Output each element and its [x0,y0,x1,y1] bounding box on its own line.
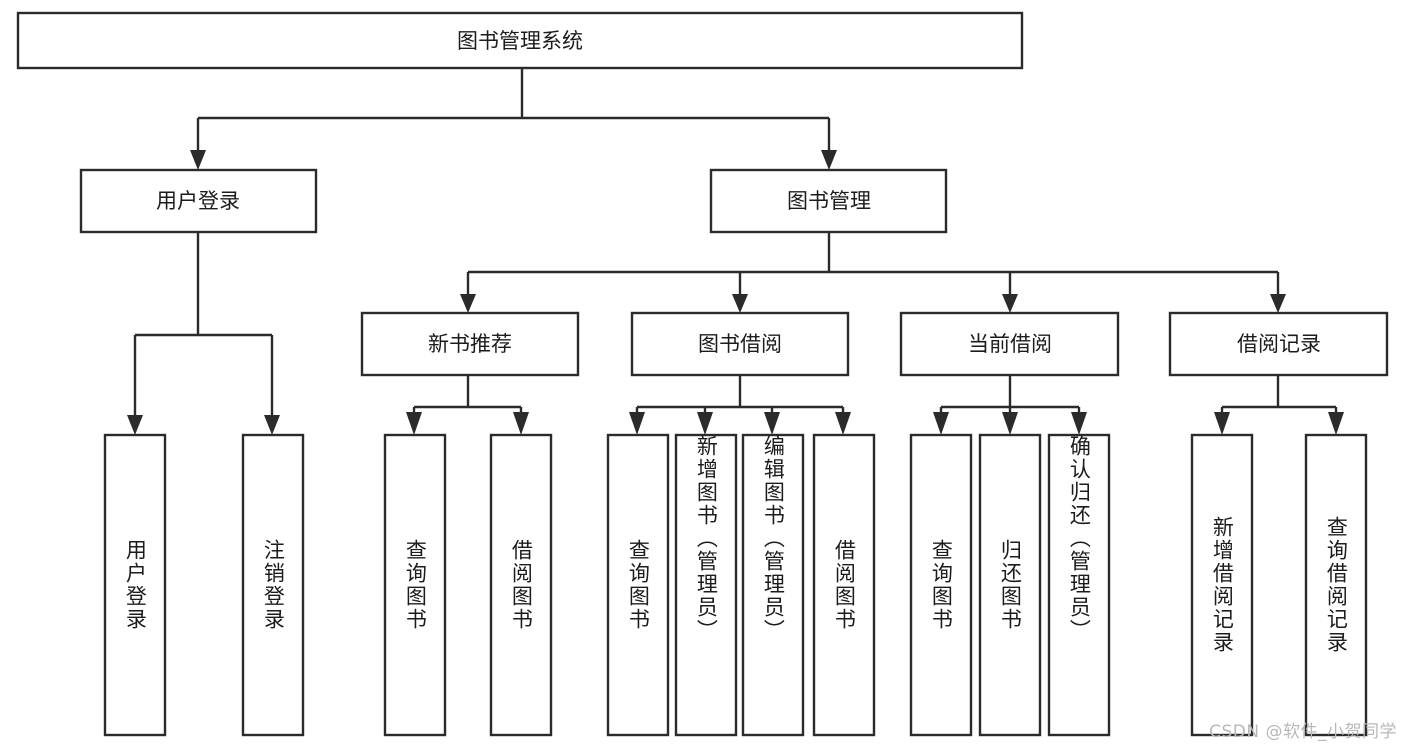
node-borrow-record[interactable]: 借阅记录 [1168,311,1389,377]
arrow-head-leaf-add-book [697,412,713,435]
connector-group-root [190,68,837,170]
leaf-boxes [103,433,1368,737]
leaf-box-edit-book[interactable] [741,433,805,737]
node-current-borrow[interactable]: 当前借阅 [899,311,1120,377]
node-book-borrow-box[interactable] [630,311,850,377]
connector-group-book-borrow [629,375,851,435]
node-borrow-record-box[interactable] [1168,311,1389,377]
connector-group-current-borrow [933,375,1087,435]
leaf-box-borrow-book-2[interactable] [812,433,876,737]
node-book-manage-box[interactable] [709,168,948,234]
arrow-head-leaf-query-book-2 [629,412,645,435]
csdn-watermark: CSDN @软件_小贺同学 [1209,722,1397,742]
leaf-box-user-login[interactable] [103,433,167,737]
node-user-login[interactable]: 用户登录 [79,168,318,234]
node-book-manage-label: 图书管理 [787,189,871,213]
leaf-box-add-book[interactable] [674,433,738,737]
arrow-head-leaf-query-book-1 [406,412,422,435]
node-root[interactable]: 图书管理系统 [16,11,1024,70]
arrow-head-user-login [190,150,206,170]
arrow-head-book-borrow [732,294,748,313]
leaf-box-query-book-2[interactable] [606,433,670,737]
arrow-head-leaf-query-book-3 [933,412,949,435]
connector-group-new-book-recommend [406,375,529,435]
leaf-box-add-record[interactable] [1190,433,1254,737]
arrow-head-leaf-confirm-return [1071,412,1087,435]
node-current-borrow-label: 当前借阅 [968,332,1052,356]
connector-group-user-login [127,232,280,435]
arrow-head-borrow-record [1270,294,1286,313]
node-user-login-box[interactable] [79,168,318,234]
node-borrow-record-label: 借阅记录 [1237,332,1321,356]
node-new-book-recommend[interactable]: 新书推荐 [360,311,580,377]
arrow-head-leaf-borrow-book-1 [513,412,529,435]
node-root-label: 图书管理系统 [457,29,583,53]
connector-group-borrow-record [1214,375,1344,435]
leaf-box-user-logout[interactable] [241,433,305,737]
arrow-head-leaf-return-book [1002,412,1018,435]
leaf-box-query-book-1[interactable] [383,433,447,737]
node-current-borrow-box[interactable] [899,311,1120,377]
node-root-box[interactable] [16,11,1024,70]
node-user-login-label: 用户登录 [156,189,240,213]
node-book-borrow[interactable]: 图书借阅 [630,311,850,377]
arrow-head-leaf-add-record [1214,412,1230,435]
arrow-head-leaf-user-logout [264,415,280,435]
arrow-head-current-borrow [1002,294,1018,313]
arrow-head-book-manage [821,150,837,170]
arrow-head-leaf-query-record [1328,412,1344,435]
leaf-box-confirm-return[interactable] [1047,433,1111,737]
node-new-book-recommend-label: 新书推荐 [428,332,512,356]
connector-group-book-manage [460,232,1286,313]
leaf-box-borrow-book-1[interactable] [489,433,553,737]
node-book-borrow-label: 图书借阅 [698,332,782,356]
leaf-box-return-book[interactable] [978,433,1042,737]
arrow-head-leaf-user-login [127,415,143,435]
arrow-head-leaf-borrow-book-2 [835,412,851,435]
node-new-book-recommend-box[interactable] [360,311,580,377]
leaf-box-query-book-3[interactable] [909,433,973,737]
arrow-head-leaf-edit-book [764,412,780,435]
node-book-manage[interactable]: 图书管理 [709,168,948,234]
leaf-box-query-record[interactable] [1304,433,1368,737]
arrow-head-new-book-recommend [460,294,476,313]
